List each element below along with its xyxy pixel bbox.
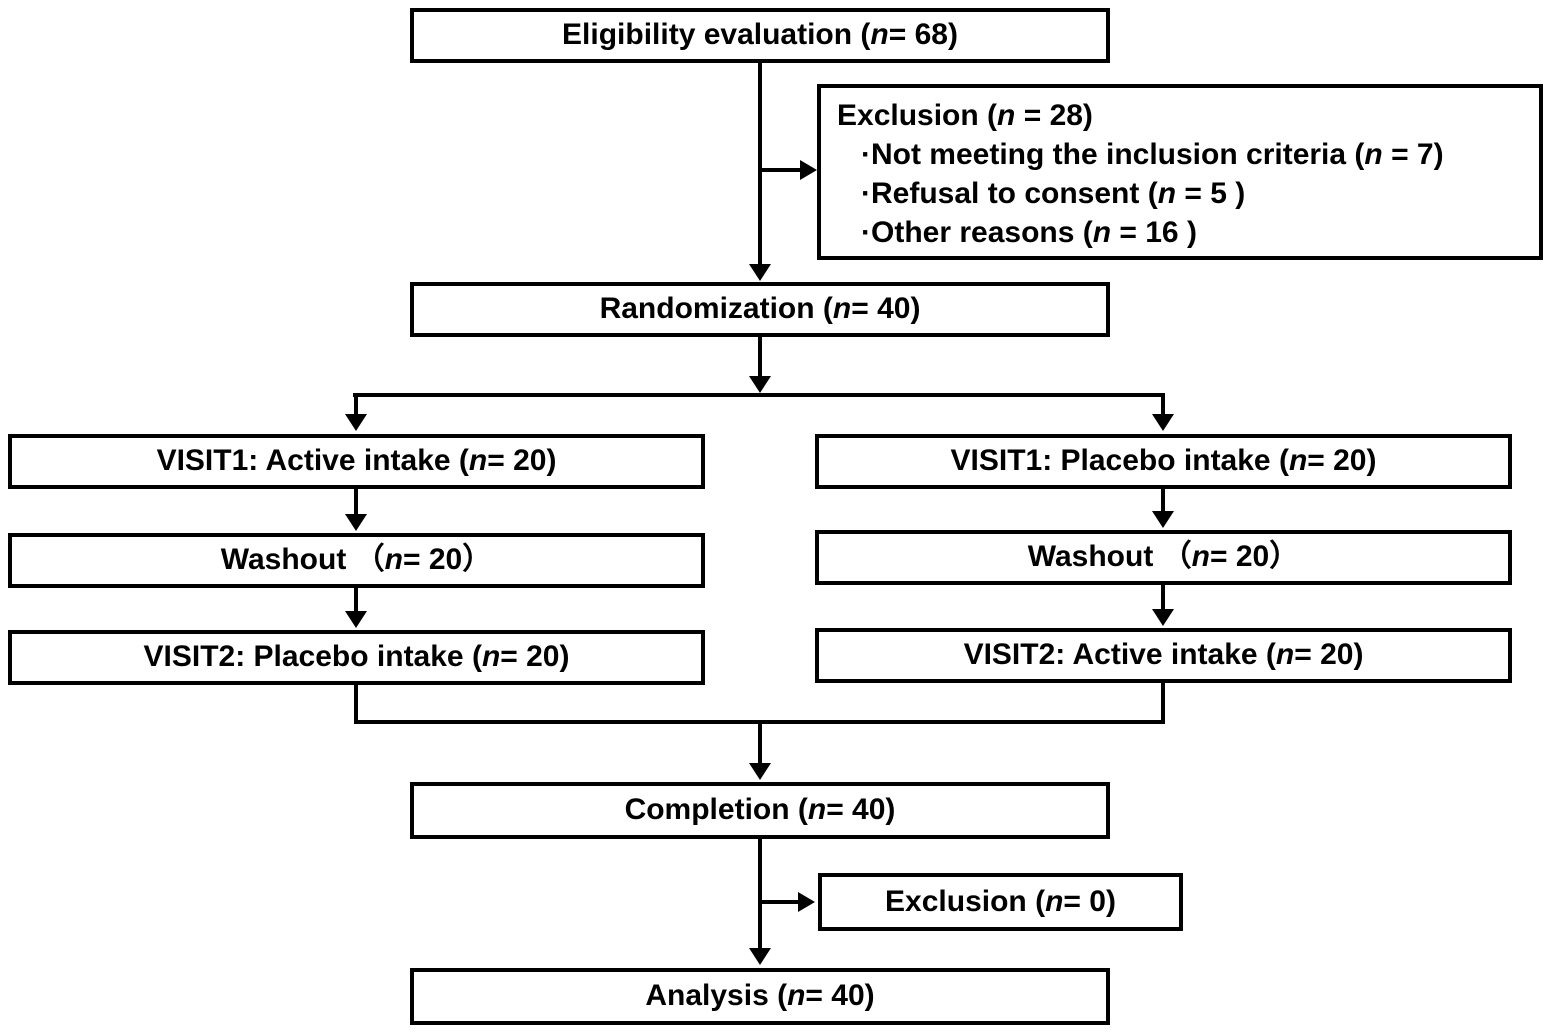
arrowhead-into-visit1-placebo xyxy=(1152,414,1174,431)
completion-box: Completion (n = 40) xyxy=(410,782,1110,839)
connector-to-exclusion-top-line xyxy=(758,168,800,172)
connector-visit1placebo-washout-line xyxy=(1161,489,1165,512)
connector-visit1active-washout-line xyxy=(354,489,358,515)
arrowhead-into-visit1-active xyxy=(345,414,367,431)
split-bar xyxy=(353,393,1165,397)
arrowhead-into-washout-right xyxy=(1152,511,1174,528)
arrowhead-into-exclusion-top xyxy=(800,160,817,180)
connector-merge-completion-line xyxy=(758,720,762,764)
exclusion-bottom-box: Exclusion (n = 0) xyxy=(818,873,1183,931)
exclusion-top-item: ·Refusal to consent (n = 5 ) xyxy=(861,177,1246,210)
connector-split-left-line xyxy=(354,395,358,415)
connector-washout-visit2active-line xyxy=(1161,585,1165,610)
exclusion-top-box: Exclusion (n = 28) ·Not meeting the incl… xyxy=(817,84,1543,260)
arrowhead-onto-split-bar xyxy=(749,376,771,393)
connector-split-right-line xyxy=(1161,395,1165,415)
connector-to-exclusion-bottom-line xyxy=(758,900,798,904)
arrowhead-into-analysis xyxy=(749,948,771,965)
connector-randomization-split-line xyxy=(758,337,762,377)
analysis-box: Analysis (n = 40) xyxy=(410,968,1110,1025)
merge-left-line xyxy=(354,685,358,724)
connector-eligibility-randomization-line xyxy=(758,63,762,264)
merge-right-line xyxy=(1161,683,1165,724)
washout-right-box: Washout （n = 20） xyxy=(815,530,1512,585)
visit2-active-box: VISIT2: Active intake (n = 20) xyxy=(815,628,1512,683)
arrowhead-into-randomization xyxy=(749,264,771,281)
visit1-placebo-box: VISIT1: Placebo intake (n = 20) xyxy=(815,434,1512,489)
eligibility-box: Eligibility evaluation (n = 68) xyxy=(410,8,1110,63)
connector-completion-analysis-line xyxy=(758,839,762,949)
randomization-box: Randomization (n = 40) xyxy=(410,282,1110,337)
arrowhead-into-visit2-active xyxy=(1152,609,1174,626)
visit2-placebo-box: VISIT2: Placebo intake (n = 20) xyxy=(8,630,705,685)
exclusion-top-item: ·Not meeting the inclusion criteria (n =… xyxy=(861,138,1444,171)
exclusion-top-item: ·Other reasons (n = 16 ) xyxy=(861,216,1197,249)
arrowhead-into-exclusion-bottom xyxy=(798,892,815,912)
arrowhead-into-visit2-placebo xyxy=(345,611,367,628)
connector-washout-visit2placebo-line xyxy=(354,588,358,612)
arrowhead-into-completion xyxy=(749,763,771,780)
visit1-active-box: VISIT1: Active intake (n = 20) xyxy=(8,434,705,489)
washout-left-box: Washout （n = 20） xyxy=(8,533,705,588)
arrowhead-into-washout-left xyxy=(345,514,367,531)
exclusion-top-title: Exclusion (n = 28) xyxy=(837,99,1093,132)
